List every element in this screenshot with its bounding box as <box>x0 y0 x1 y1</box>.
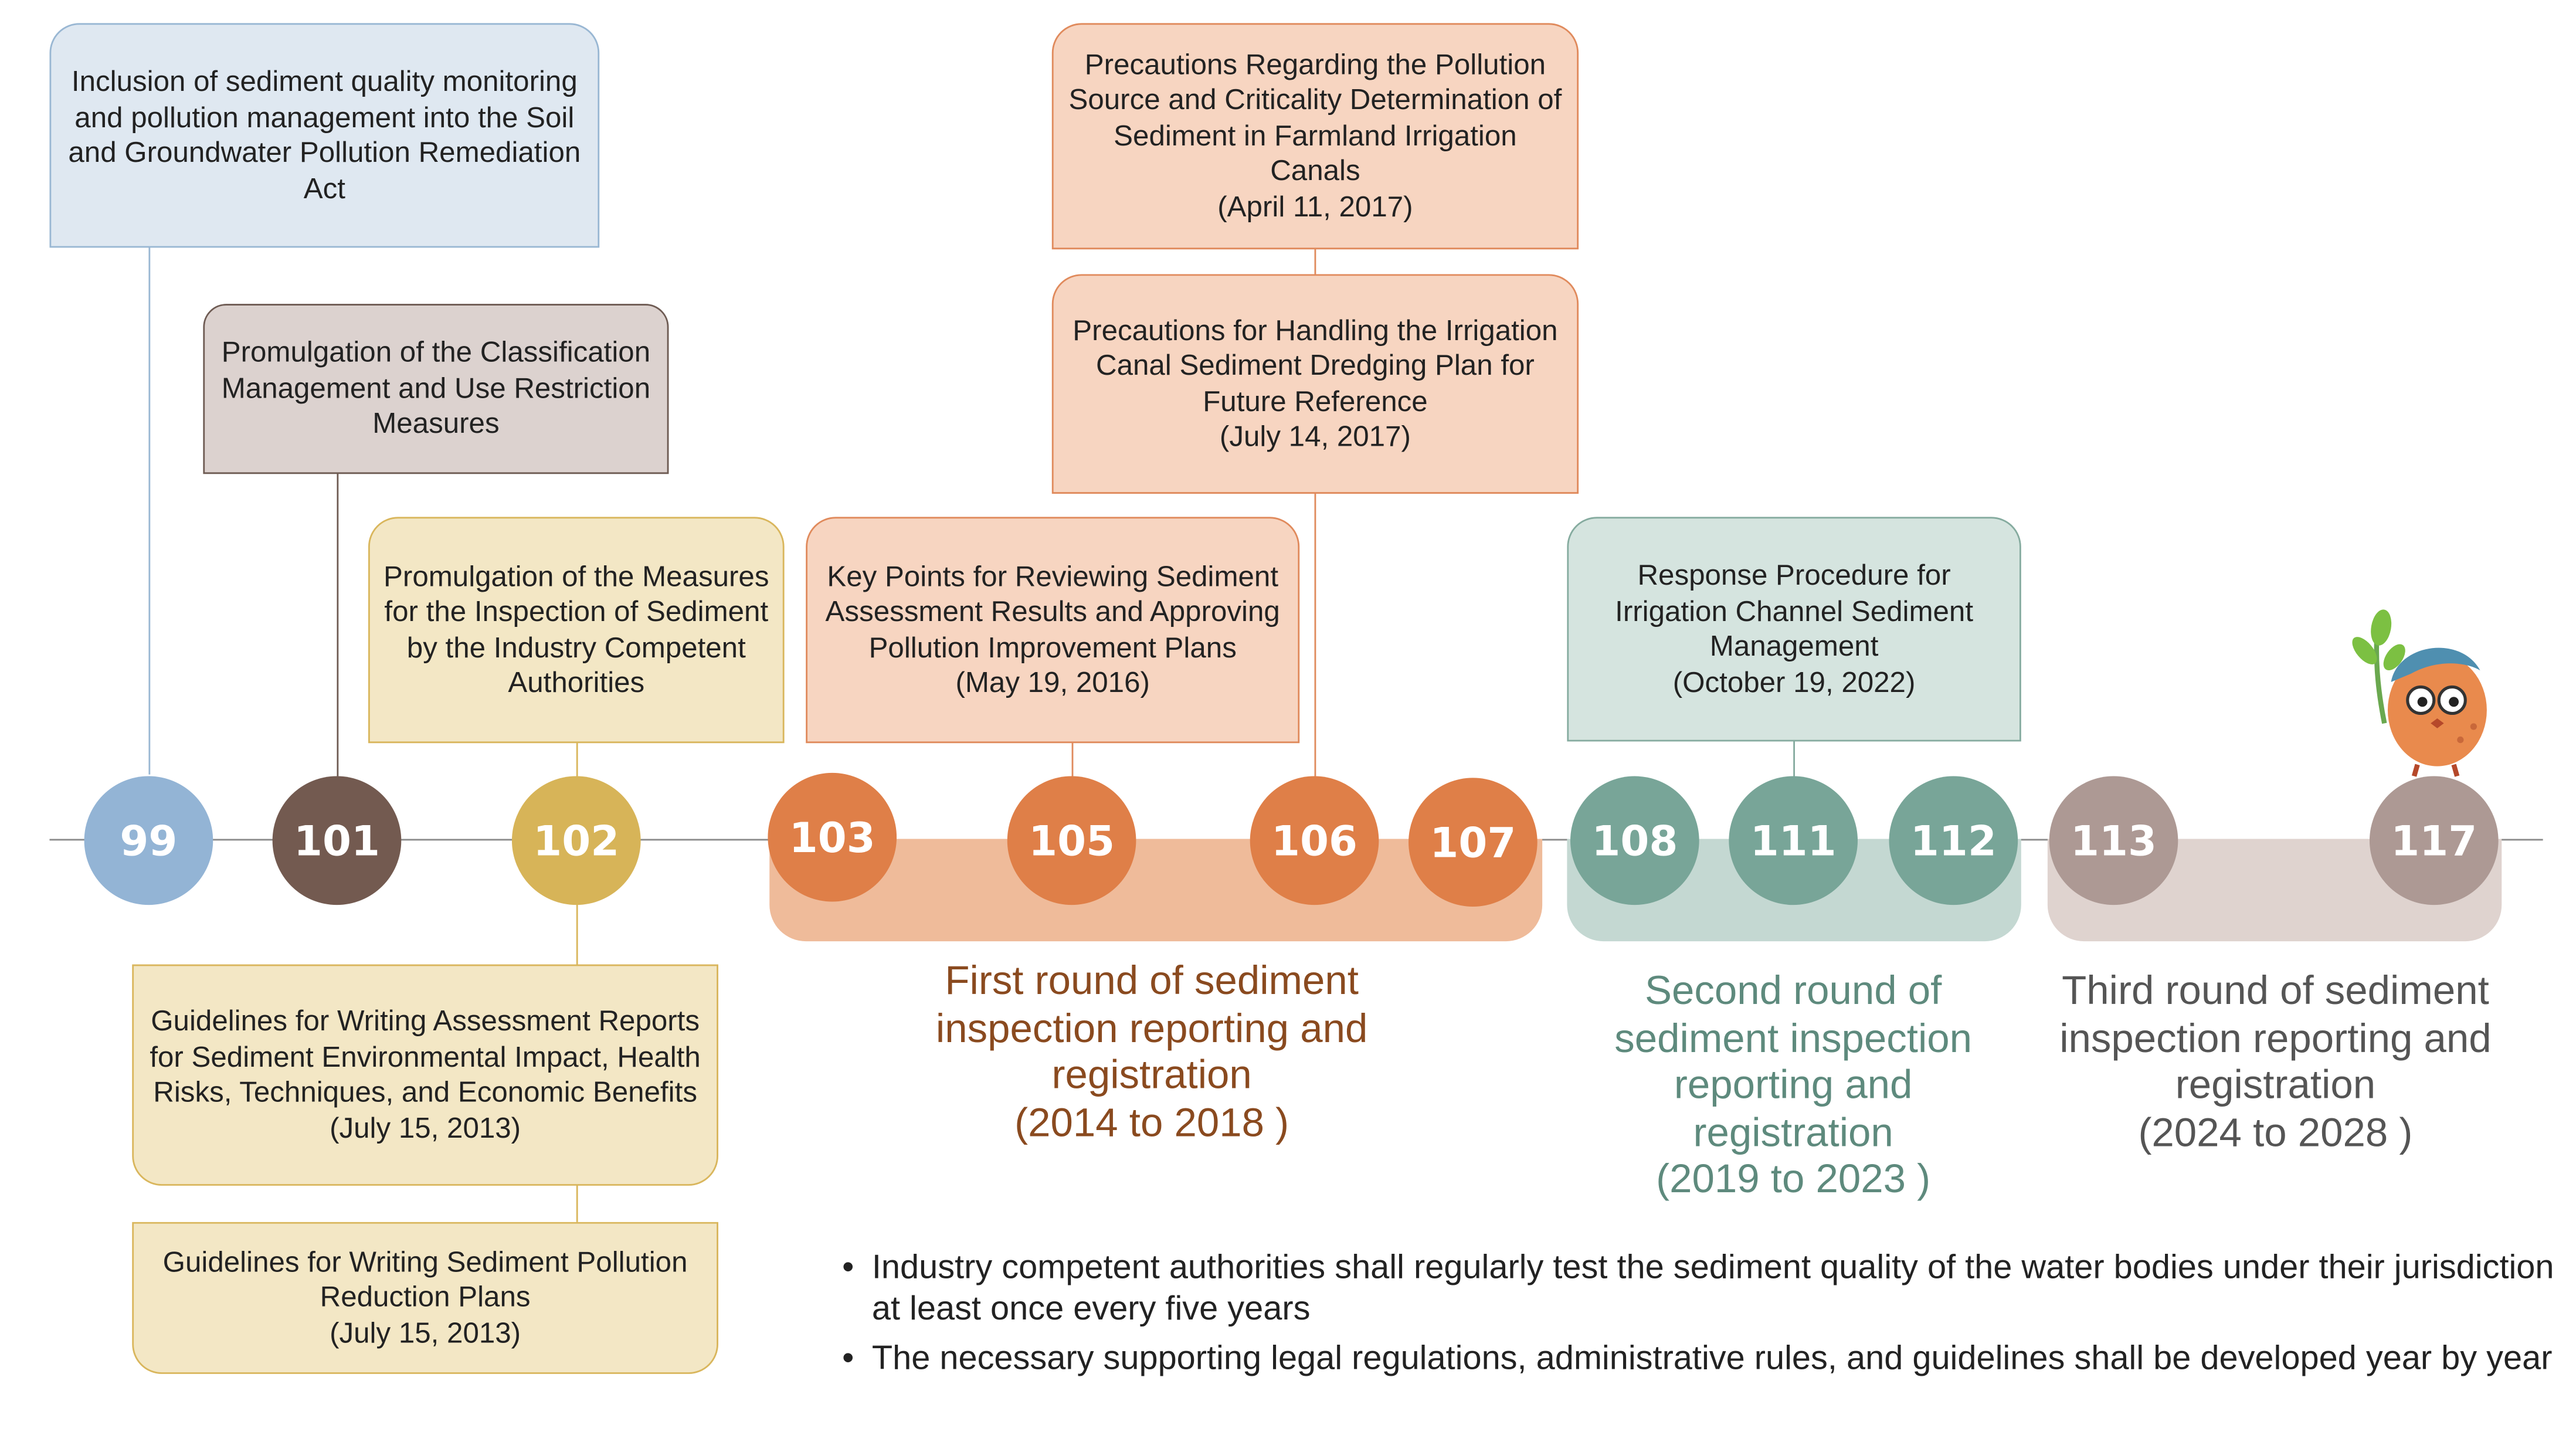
connector-101 <box>337 472 339 776</box>
sprout-mascot-icon <box>2352 609 2487 777</box>
connector-106 <box>1314 492 1316 776</box>
connector-102-bottom <box>576 903 579 965</box>
note-text: Response Procedure for Irrigation Channe… <box>1615 558 1974 663</box>
round-title: First round of sediment inspection repor… <box>935 959 1368 1098</box>
year-label: 111 <box>1750 816 1837 865</box>
bullet-marker: • <box>842 1248 854 1287</box>
year-node-106: 106 <box>1250 776 1379 905</box>
year-node-101: 101 <box>272 776 402 905</box>
connector-99 <box>148 246 151 775</box>
round-1-label: First round of sediment inspection repor… <box>892 959 1412 1148</box>
year-node-105: 105 <box>1007 776 1136 905</box>
connector-105 <box>1071 741 1074 776</box>
year-node-112: 112 <box>1889 776 2018 905</box>
bullet-item: • Industry competent authorities shall re… <box>842 1249 2560 1329</box>
round-2-label: Second round of sediment inspection repo… <box>1577 969 2010 1205</box>
year-node-103: 103 <box>768 772 897 902</box>
bullet-marker: • <box>842 1339 854 1378</box>
round-years: (2014 to 2018 ) <box>1014 1100 1289 1145</box>
year-label: 106 <box>1271 816 1358 865</box>
note-101-classification-measures: Promulgation of the Classification Manag… <box>203 304 669 474</box>
note-text: Inclusion of sediment quality monitoring… <box>68 64 581 204</box>
note-text: Key Points for Reviewing Sediment Assess… <box>825 559 1280 663</box>
connector-102-between <box>576 1184 579 1222</box>
bullet-item: • The necessary supporting legal regulati… <box>842 1339 2560 1380</box>
connector-106-between <box>1314 247 1316 274</box>
note-date: (July 15, 2013) <box>330 1110 521 1144</box>
year-label: 102 <box>533 816 620 865</box>
year-label: 105 <box>1029 816 1115 865</box>
year-label: 103 <box>789 813 875 861</box>
year-node-111: 111 <box>1729 776 1858 905</box>
note-date: (July 14, 2017) <box>1219 419 1411 453</box>
note-99-remediation-act: Inclusion of sediment quality monitoring… <box>49 23 600 248</box>
round-years: (2019 to 2023 ) <box>1656 1158 1931 1203</box>
year-node-117: 117 <box>2369 776 2499 905</box>
policy-bullets: • Industry competent authorities shall re… <box>842 1249 2560 1390</box>
note-text: Promulgation of the Measures for the Ins… <box>383 559 769 699</box>
note-date: (October 19, 2022) <box>1672 664 1916 698</box>
note-date: (April 11, 2017) <box>1217 189 1413 223</box>
note-102-inspection-measures: Promulgation of the Measures for the Ins… <box>368 517 785 744</box>
connector-102-top <box>576 741 579 776</box>
year-label: 112 <box>1910 816 1997 865</box>
note-106-pollution-source-precautions: Precautions Regarding the Pollution Sour… <box>1051 23 1579 250</box>
bullet-text: Industry competent authorities shall reg… <box>871 1248 2554 1327</box>
note-106-dredging-precautions: Precautions for Handling the Irrigation … <box>1051 274 1579 494</box>
note-105-review-key-points: Key Points for Reviewing Sediment Assess… <box>806 517 1300 744</box>
note-text: Promulgation of the Classification Manag… <box>221 335 651 440</box>
year-node-99: 99 <box>84 776 213 905</box>
note-text: Precautions Regarding the Pollution Sour… <box>1068 47 1562 187</box>
note-text: Precautions for Handling the Irrigation … <box>1073 313 1558 418</box>
note-date: (May 19, 2016) <box>955 665 1150 699</box>
year-label: 101 <box>293 816 380 865</box>
connector-111 <box>1793 739 1796 776</box>
note-102-assessment-guidelines: Guidelines for Writing Assessment Report… <box>132 964 718 1186</box>
round-title: Third round of sediment inspection repor… <box>2059 969 2492 1108</box>
note-text: Guidelines for Writing Sediment Pollutio… <box>162 1244 688 1314</box>
year-label: 99 <box>120 816 178 865</box>
year-node-108: 108 <box>1570 776 1699 905</box>
note-text: Guidelines for Writing Assessment Report… <box>150 1004 701 1108</box>
note-date: (July 15, 2013) <box>330 1315 521 1349</box>
year-label: 113 <box>2071 816 2157 865</box>
round-3-label: Third round of sediment inspection repor… <box>2034 969 2516 1158</box>
year-label: 107 <box>1430 818 1516 866</box>
note-111-response-procedure: Response Procedure for Irrigation Channe… <box>1567 517 2021 742</box>
year-node-107: 107 <box>1409 778 1538 907</box>
round-title: Second round of sediment inspection repo… <box>1614 969 1973 1155</box>
bullet-text: The necessary supporting legal regulatio… <box>871 1339 2553 1378</box>
year-node-102: 102 <box>511 776 641 905</box>
year-node-113: 113 <box>2049 776 2178 905</box>
round-years: (2024 to 2028 ) <box>2138 1110 2413 1155</box>
note-102-reduction-plan-guidelines: Guidelines for Writing Sediment Pollutio… <box>132 1222 718 1374</box>
year-label: 108 <box>1591 816 1678 865</box>
year-label: 117 <box>2391 816 2477 865</box>
